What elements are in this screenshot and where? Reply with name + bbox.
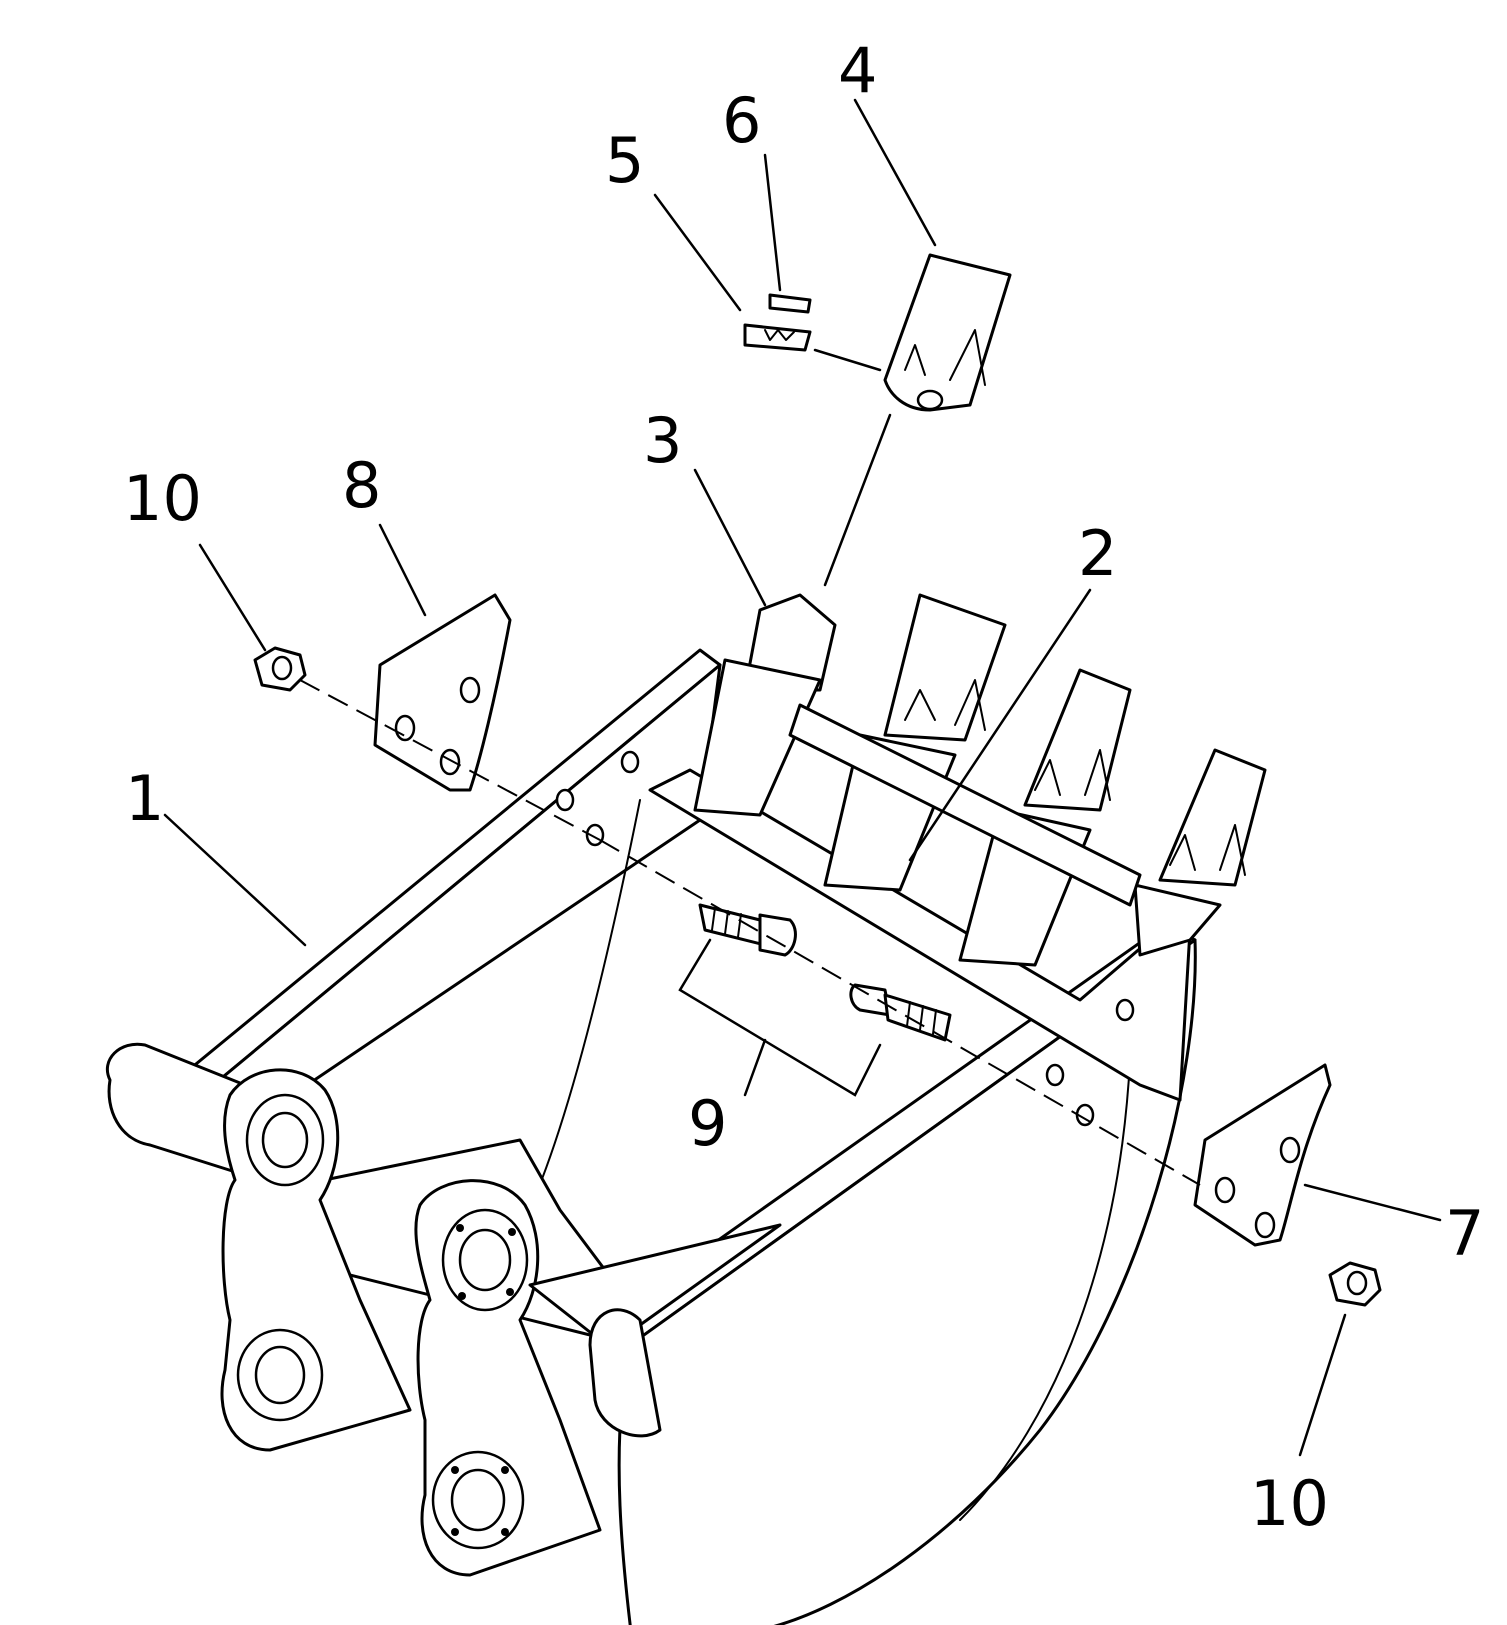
callout-6: 6	[722, 84, 761, 157]
assembly-axis-lines	[299, 348, 1201, 1186]
lock-part-6	[768, 293, 812, 314]
callout-10-left: 10	[123, 462, 202, 535]
callout-3: 3	[643, 404, 682, 477]
bolt-part-9-b	[849, 983, 952, 1042]
adapter-part-3	[693, 593, 837, 817]
tooth-mounted-3	[1133, 748, 1267, 957]
callout-4: 4	[838, 34, 877, 107]
side-cutter-part-8	[373, 593, 512, 792]
callout-9: 9	[688, 1087, 727, 1160]
nut-part-10-right	[1328, 1261, 1382, 1307]
callout-2: 2	[1078, 517, 1117, 590]
callout-10-right: 10	[1250, 1467, 1329, 1540]
nut-part-10-left	[253, 646, 307, 692]
tooth-part-4	[883, 253, 1012, 412]
leader-lines	[163, 98, 1442, 1457]
callout-labels: 1 2 3 4 5 6 7 8 9 10 10	[123, 34, 1484, 1540]
callout-1: 1	[125, 762, 164, 835]
side-cutter-part-7	[1193, 1063, 1332, 1247]
callout-8: 8	[342, 449, 381, 522]
callout-7: 7	[1445, 1197, 1484, 1270]
bolt-part-9-a	[698, 903, 797, 957]
lip-plate	[788, 703, 1142, 907]
pin-part-5	[743, 323, 812, 352]
bucket-body	[106, 648, 1197, 1625]
callout-5: 5	[605, 124, 644, 197]
